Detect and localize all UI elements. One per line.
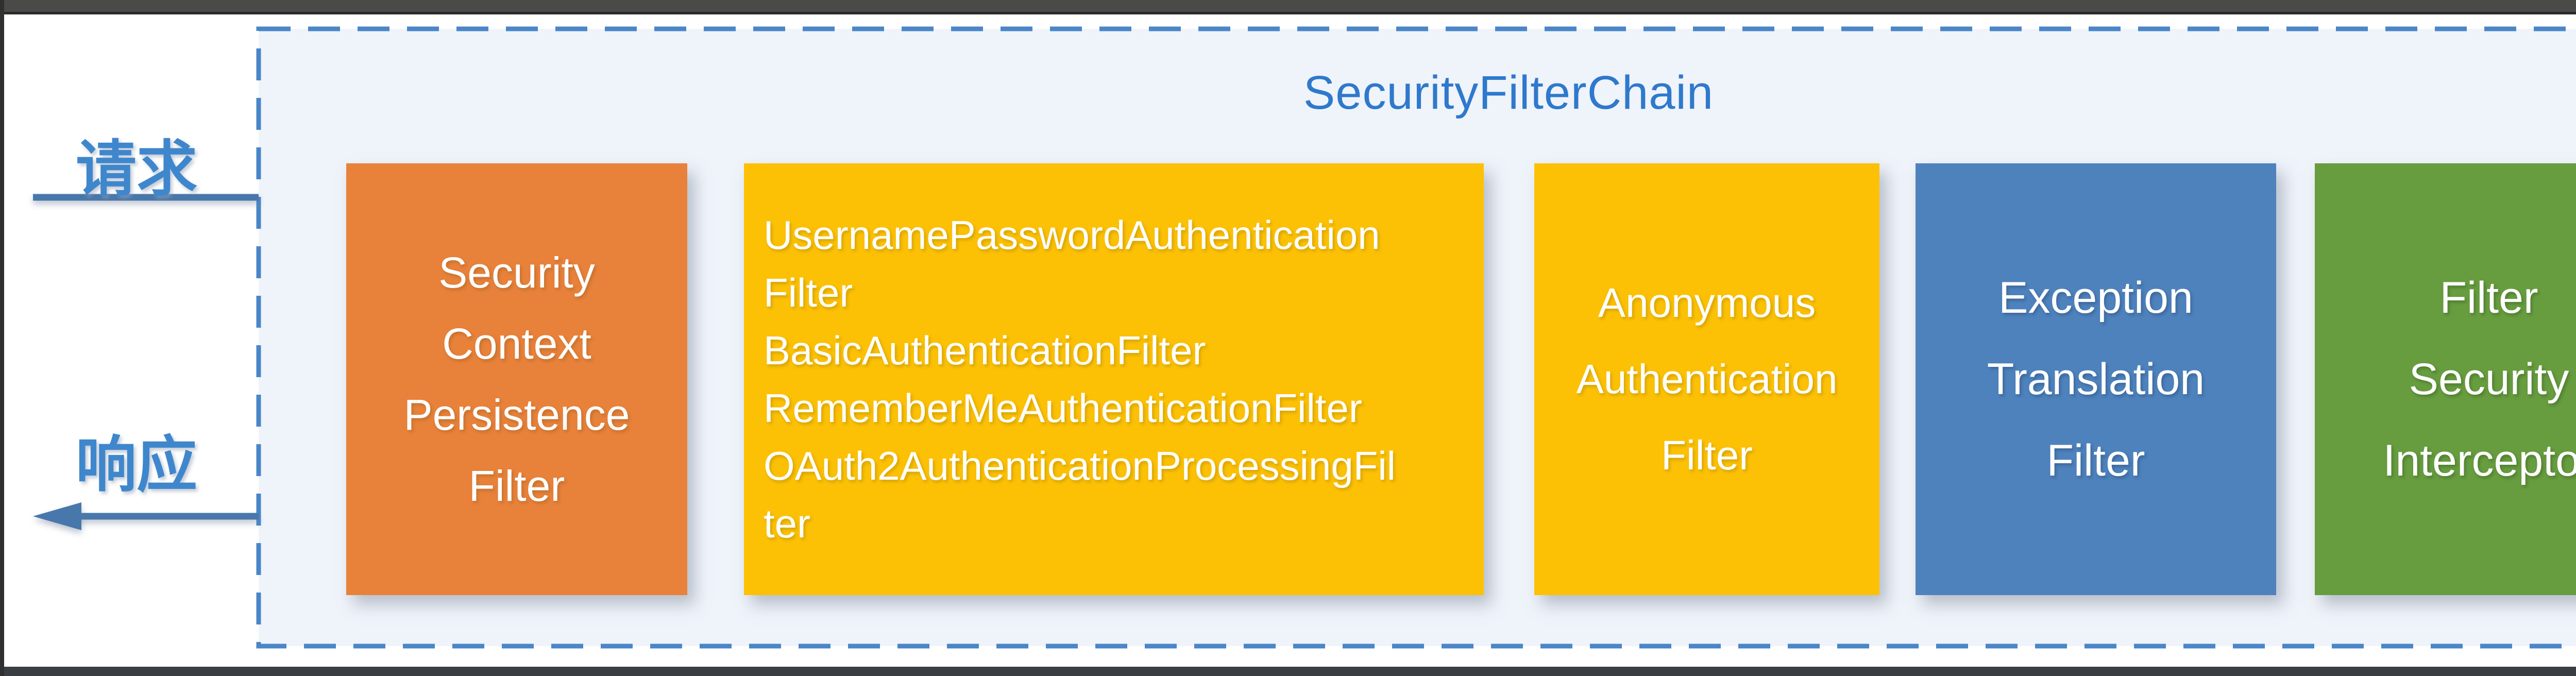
filter-box-authentication-filters: UsernamePasswordAuthentication Filter Ba… (744, 163, 1484, 595)
security-filter-chain-title: SecurityFilterChain (1303, 66, 1714, 119)
response-label: 响应 (75, 431, 197, 499)
request-label: 请求 (75, 136, 197, 204)
filter-box-label: Anonymous Authentication Filter (1576, 280, 1838, 478)
window-top-bar (0, 0, 2576, 14)
filter-box-exception-translation: Exception Translation Filter (1916, 163, 2276, 595)
filter-box-filter-security-interceptor: Filter Security Interceptor (2315, 163, 2576, 595)
filter-box-anonymous-authentication: Anonymous Authentication Filter (1534, 163, 1879, 595)
filter-box-label: UsernamePasswordAuthentication Filter Ba… (764, 212, 1396, 546)
filter-box-label: Filter Security Interceptor (2383, 273, 2576, 485)
filter-box-label: Exception Translation Filter (1987, 273, 2205, 485)
window-left-edge (0, 0, 4, 676)
filter-box-label: Security Context Persistence Filter (403, 248, 630, 510)
response-arrowhead-icon (33, 502, 81, 530)
filter-box-security-context-persistence: Security Context Persistence Filter (346, 163, 687, 595)
window-bottom-bar (0, 667, 2576, 676)
